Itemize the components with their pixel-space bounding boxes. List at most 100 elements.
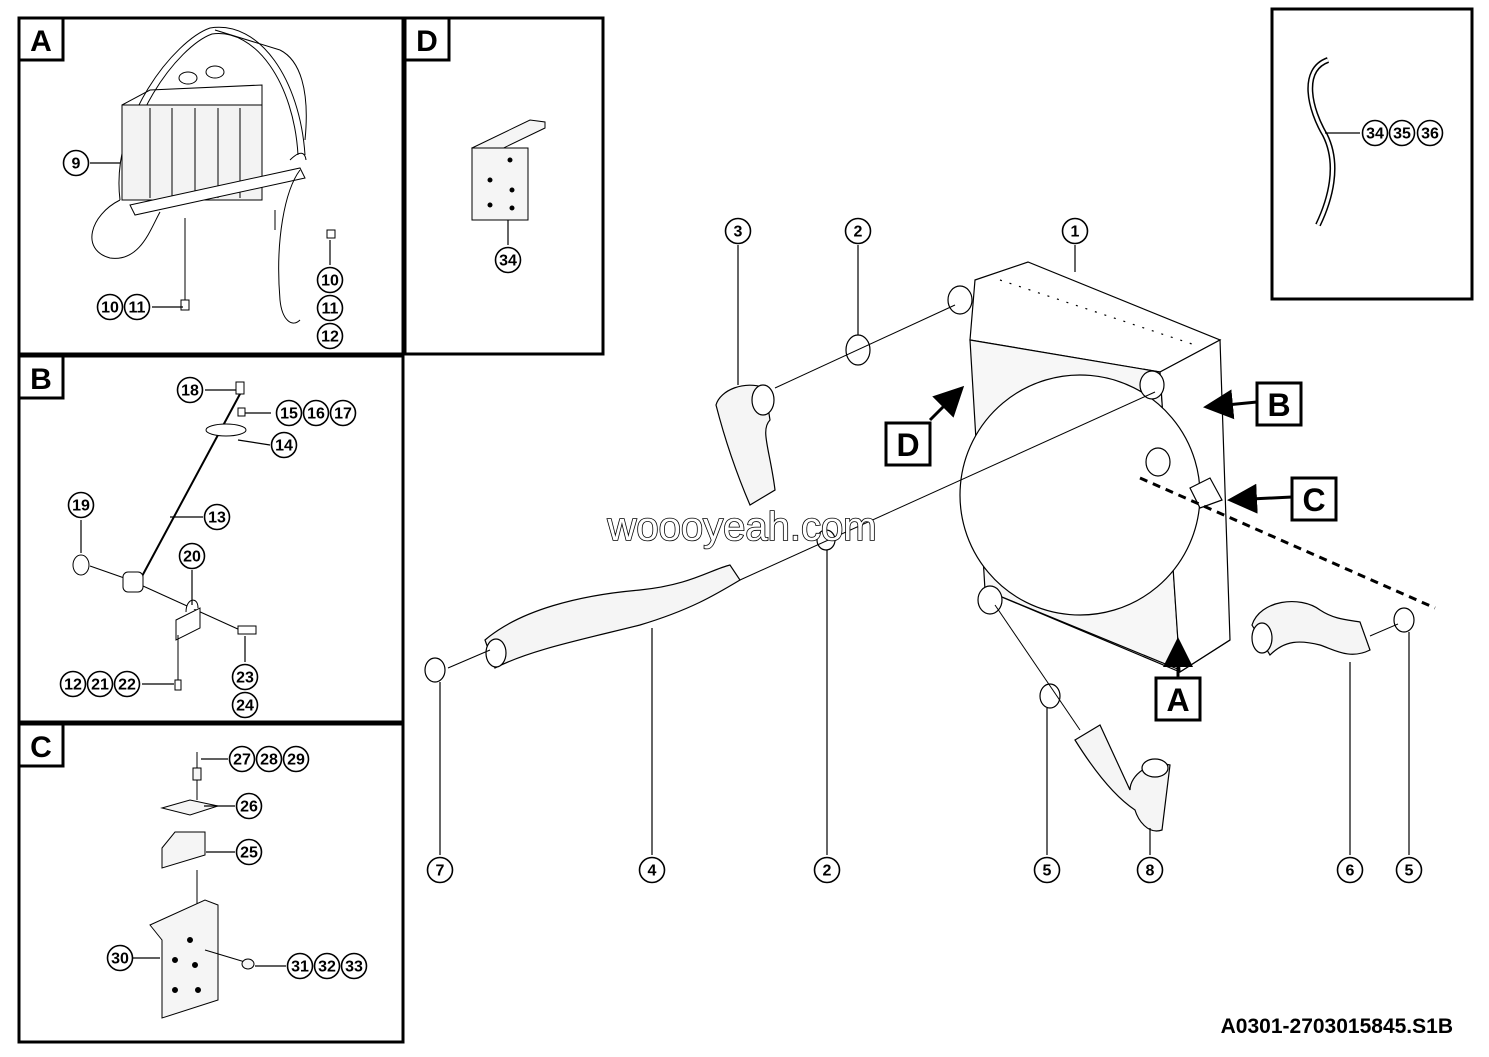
part-number-label: 22: [118, 677, 136, 694]
part-balloon-p21[interactable]: 21: [86, 670, 114, 698]
part-number-label: 11: [322, 301, 339, 318]
part-number-label: 25: [240, 845, 258, 862]
part-number-label: 7: [436, 863, 445, 880]
callout-box-b[interactable]: B: [1255, 381, 1303, 427]
part-number-label: 35: [1393, 126, 1411, 143]
balloon-circle: [638, 856, 666, 884]
part-balloon-p33[interactable]: 33: [340, 952, 368, 980]
part-balloon-p12[interactable]: 12: [316, 322, 344, 350]
part-balloon-p29[interactable]: 29: [282, 745, 310, 773]
part-number-label: 15: [280, 406, 298, 423]
part-balloon-p9[interactable]: 9: [62, 149, 90, 177]
part-balloon-p5[interactable]: 5: [1033, 856, 1061, 884]
part-balloon-p19[interactable]: 19: [67, 491, 95, 519]
part-balloon-p14[interactable]: 14: [270, 431, 298, 459]
balloon-circle: [1336, 856, 1364, 884]
section-b-frame: B: [17, 354, 405, 724]
part-balloon-p13[interactable]: 13: [203, 503, 231, 531]
part-balloon-p11[interactable]: 11: [316, 294, 344, 322]
part-number-label: 18: [181, 383, 199, 400]
balloon-circle: [316, 266, 344, 294]
section-a-frame: A: [17, 16, 405, 356]
part-number-label: 4: [648, 863, 657, 880]
balloon-circle: [286, 952, 314, 980]
part-balloon-p7[interactable]: 7: [426, 856, 454, 884]
balloon-circle: [59, 670, 87, 698]
part-balloon-p10[interactable]: 10: [316, 266, 344, 294]
part-balloon-p26[interactable]: 26: [235, 792, 263, 820]
leader-lines: [80, 132, 1410, 967]
part-number-label: 14: [275, 438, 293, 455]
part-balloon-p3[interactable]: 3: [724, 217, 752, 245]
radiator-drawing: [947, 261, 1231, 674]
section-a-label: A: [30, 25, 52, 58]
balloon-circle: [255, 745, 283, 773]
callout-box-a[interactable]: A: [1154, 676, 1202, 722]
part-balloon-p34[interactable]: 34: [494, 246, 522, 274]
part-balloon-p5[interactable]: 5: [1395, 856, 1423, 884]
part-number-label: 5: [1043, 863, 1052, 880]
balloon-circle: [235, 792, 263, 820]
part-number-label: 12: [321, 329, 339, 346]
part-number-label: 24: [236, 698, 254, 715]
balloon-circle: [494, 246, 522, 274]
part-balloon-p20[interactable]: 20: [178, 542, 206, 570]
part-number-label: 21: [91, 677, 109, 694]
part-balloon-p10[interactable]: 10: [96, 293, 124, 321]
part-balloon-p23[interactable]: 23: [231, 663, 259, 691]
part-balloon-p25[interactable]: 25: [235, 838, 263, 866]
balloon-circle: [426, 856, 454, 884]
part-number-label: 26: [240, 799, 258, 816]
part-balloon-p8[interactable]: 8: [1136, 856, 1164, 884]
balloon-circle: [86, 670, 114, 698]
part-balloon-p34[interactable]: 34: [1361, 119, 1389, 147]
part-balloon-p36[interactable]: 36: [1416, 119, 1444, 147]
part-number-label: 23: [236, 670, 254, 687]
part-number-label: 2: [823, 863, 832, 880]
balloon-circle: [113, 670, 141, 698]
part-number-label: 28: [260, 752, 278, 769]
part-balloon-p11[interactable]: 11: [123, 293, 151, 321]
part-balloon-p4[interactable]: 4: [638, 856, 666, 884]
part-balloon-p1[interactable]: 1: [1061, 217, 1089, 245]
part-number-label: 36: [1421, 126, 1439, 143]
callout-box-c[interactable]: C: [1290, 476, 1338, 522]
balloon-circle: [228, 745, 256, 773]
balloon-circle: [96, 293, 124, 321]
part-balloon-p17[interactable]: 17: [329, 399, 357, 427]
part-balloon-p16[interactable]: 16: [302, 399, 330, 427]
part-balloon-p2[interactable]: 2: [844, 217, 872, 245]
part-balloon-p2[interactable]: 2: [813, 856, 841, 884]
part-balloon-p24[interactable]: 24: [231, 691, 259, 719]
balloon-circle: [282, 745, 310, 773]
part-balloon-p31[interactable]: 31: [286, 952, 314, 980]
balloon-circle: [231, 663, 259, 691]
balloon-circle: [340, 952, 368, 980]
part-number-label: 1: [1071, 224, 1080, 241]
part-number-label: 11: [129, 300, 146, 317]
part-balloon-p32[interactable]: 32: [313, 952, 341, 980]
part-balloon-p28[interactable]: 28: [255, 745, 283, 773]
part-balloon-p6[interactable]: 6: [1336, 856, 1364, 884]
rubber-mount-drawing: [149, 752, 255, 1019]
balloon-circle: [844, 217, 872, 245]
part-balloon-p30[interactable]: 30: [106, 944, 134, 972]
part-number-label: 5: [1405, 863, 1414, 880]
section-c-frame: C: [17, 722, 405, 1044]
balloon-circle: [813, 856, 841, 884]
part-balloon-p35[interactable]: 35: [1388, 119, 1416, 147]
balloon-circle: [1061, 217, 1089, 245]
balloon-circle: [123, 293, 151, 321]
document-id: A0301-2703015845.S1B: [1221, 1015, 1453, 1038]
part-balloon-p27[interactable]: 27: [228, 745, 256, 773]
part-balloon-p18[interactable]: 18: [176, 376, 204, 404]
part-number-label: 6: [1346, 863, 1355, 880]
part-balloon-p22[interactable]: 22: [113, 670, 141, 698]
part-number-label: 16: [307, 406, 325, 423]
part-balloon-p12[interactable]: 12: [59, 670, 87, 698]
callout-box-d[interactable]: D: [884, 421, 932, 467]
part-balloon-p15[interactable]: 15: [275, 399, 303, 427]
balloon-circle: [235, 838, 263, 866]
balloon-circle: [302, 399, 330, 427]
part-number-label: 32: [318, 959, 336, 976]
